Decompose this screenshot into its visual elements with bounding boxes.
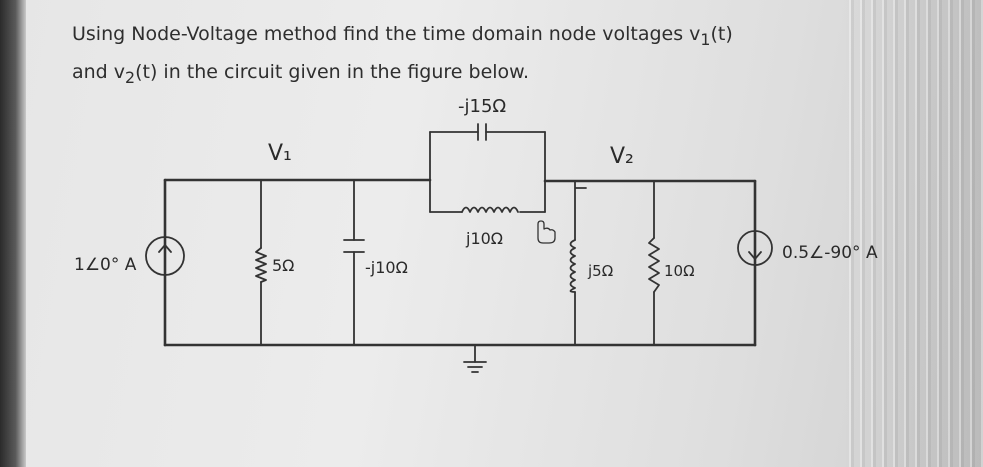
screen-glare — [843, 0, 983, 467]
ground-icon — [463, 344, 487, 373]
branch-j5 — [574, 180, 587, 346]
circuit-wires — [163, 131, 757, 347]
arrow-up-icon — [158, 244, 172, 267]
label-res-10ohm: 10Ω — [664, 262, 695, 280]
hand-cursor-icon — [537, 220, 556, 244]
current-source-1 — [145, 236, 185, 276]
label-source-2: 0.5∠-90° A — [782, 243, 878, 263]
current-source-2 — [737, 230, 773, 266]
label-v1: V₁ — [268, 141, 292, 166]
label-ind-j10: j10Ω — [465, 229, 503, 248]
label-res-5ohm: 5Ω — [272, 256, 294, 275]
label-source-1: 1∠0° A — [74, 255, 137, 275]
label-cap-j15: -j15Ω — [458, 96, 506, 117]
resistor-10ohm — [648, 237, 660, 293]
inductor-j5 — [569, 239, 576, 293]
question-text: Using Node-Voltage method find the time … — [72, 18, 892, 94]
capacitor-j10 — [343, 239, 365, 253]
device-edge — [0, 0, 26, 467]
label-cap-j10: -j10Ω — [365, 258, 408, 277]
question-line-2: and v2(t) in the circuit given in the fi… — [72, 60, 529, 87]
capacitor-j15 — [477, 123, 487, 141]
label-ind-j5: j5Ω — [587, 262, 613, 280]
resistor-5ohm — [255, 247, 267, 283]
label-v2: V₂ — [610, 144, 634, 169]
arrow-down-icon — [748, 237, 762, 260]
question-line-1: Using Node-Voltage method find the time … — [72, 23, 733, 49]
inductor-j10 — [461, 206, 519, 213]
